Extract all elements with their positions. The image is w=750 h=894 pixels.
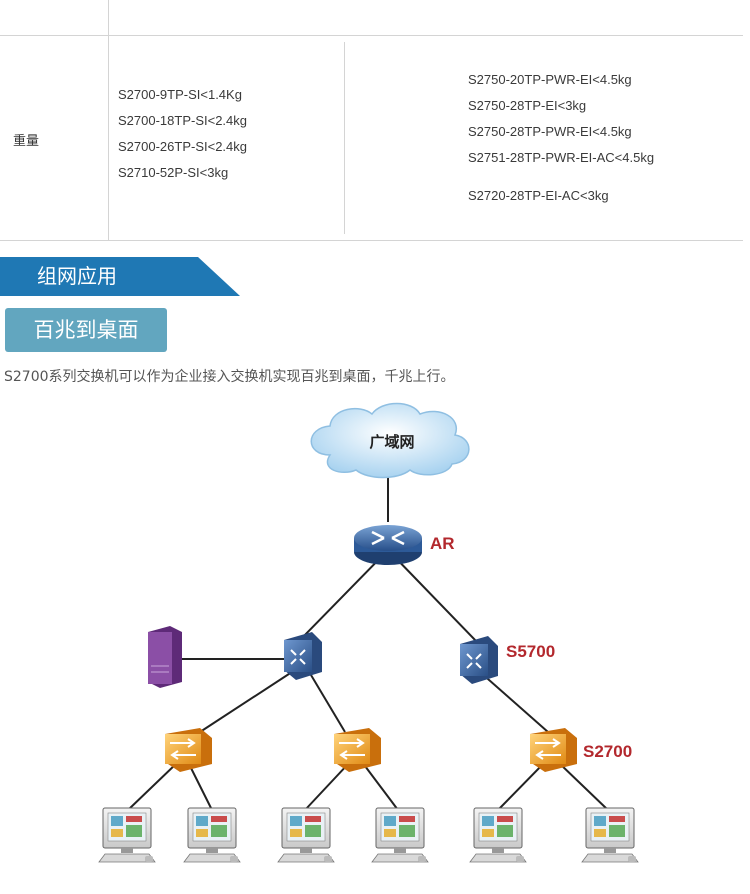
link-core-access-1 <box>199 669 296 733</box>
table-cell: S2751-28TP-PWR-EI-AC<4.5kg <box>468 150 655 165</box>
router-icon <box>354 525 422 551</box>
table-cell: S2750-20TP-PWR-EI<4.5kg <box>468 72 632 87</box>
table-divider <box>108 0 109 241</box>
access-switch-s2700: S2700 <box>530 728 632 772</box>
link-router-core-right <box>387 549 478 643</box>
pc-terminal <box>98 807 156 863</box>
link-access-pc <box>497 761 546 811</box>
table-cell: S2700-26TP-SI<2.4kg <box>118 139 247 154</box>
cloud-label: 广域网 <box>369 433 414 451</box>
table-cell: S2700-18TP-SI<2.4kg <box>118 113 247 128</box>
link-access-pc <box>557 761 609 811</box>
pc-terminal <box>581 807 639 863</box>
keyboard-icon <box>581 853 639 863</box>
table-cell: S2750-28TP-PWR-EI<4.5kg <box>468 124 632 139</box>
link-router-core-left <box>299 549 389 641</box>
access-switch-icon <box>165 734 201 764</box>
router-label: AR <box>430 534 455 553</box>
keyboard-icon <box>277 853 335 863</box>
pc-terminal <box>469 807 527 863</box>
access-switch-icon <box>334 734 370 764</box>
spec-table: 重量 S2700-9TP-SI<1.4Kg S2700-18TP-SI<2.4k… <box>0 0 750 242</box>
table-cell: S2700-9TP-SI<1.4Kg <box>118 87 242 102</box>
switch-arrows-icon <box>339 738 365 760</box>
table-divider <box>344 42 345 234</box>
link-access-pc <box>304 761 351 811</box>
core-switch-icon <box>284 640 312 672</box>
keyboard-icon <box>469 853 527 863</box>
core-switch-label: S5700 <box>506 642 555 661</box>
switch-arrows-icon <box>290 649 306 665</box>
router-ar: AR <box>354 525 455 565</box>
keyboard-icon <box>371 853 429 863</box>
link-core-access-2 <box>307 669 346 733</box>
weight-col-2-extra: S2720-28TP-EI-AC<3kg <box>468 183 609 209</box>
cloud-icon <box>310 402 470 479</box>
server <box>148 626 182 688</box>
section-banner: 组网应用 <box>0 257 240 296</box>
access-switch-1 <box>165 728 212 772</box>
wan-cloud: 广域网 <box>310 402 470 479</box>
server-icon <box>148 632 172 684</box>
pc-terminal <box>277 807 335 863</box>
table-divider <box>0 240 743 241</box>
access-switch-label: S2700 <box>583 742 632 761</box>
row-label-weight: 重量 <box>13 134 40 149</box>
link-access-pc <box>361 761 399 811</box>
table-divider <box>0 35 743 36</box>
table-cell: S2710-52P-SI<3kg <box>118 165 229 180</box>
link-access-pc <box>187 761 213 811</box>
switch-arrows-icon <box>535 738 561 760</box>
link-core-access-3 <box>479 671 549 733</box>
subtab-desktop-100m[interactable]: 百兆到桌面 <box>5 308 167 352</box>
weight-col-2: S2750-20TP-PWR-EI<4.5kg S2750-28TP-EI<3k… <box>468 67 654 171</box>
access-switch-icon <box>530 734 566 764</box>
pc-group <box>98 807 639 863</box>
router-arrows-icon <box>371 530 405 546</box>
description-text: S2700系列交换机可以作为企业接入交换机实现百兆到桌面，千兆上行。 <box>4 369 455 385</box>
core-switch-icon <box>460 644 488 676</box>
link-access-pc <box>127 761 179 811</box>
table-cell: S2720-28TP-EI-AC<3kg <box>468 188 609 203</box>
access-switch-2 <box>334 728 381 772</box>
pc-terminal <box>371 807 429 863</box>
table-cell: S2750-28TP-EI<3kg <box>468 98 587 113</box>
core-switch-left <box>284 632 322 680</box>
subtab-label: 百兆到桌面 <box>33 318 139 342</box>
weight-col-1: S2700-9TP-SI<1.4Kg S2700-18TP-SI<2.4kg S… <box>118 82 247 186</box>
network-links <box>127 470 609 811</box>
network-diagram: 广域网 AR S5700 <box>98 402 639 863</box>
core-switch-s5700: S5700 <box>460 636 555 684</box>
section-title: 组网应用 <box>37 264 117 288</box>
keyboard-icon <box>183 853 241 863</box>
keyboard-icon <box>98 853 156 863</box>
switch-arrows-icon <box>466 653 482 669</box>
section-banner-bg <box>0 257 240 296</box>
pc-terminal <box>183 807 241 863</box>
switch-arrows-icon <box>170 738 196 760</box>
